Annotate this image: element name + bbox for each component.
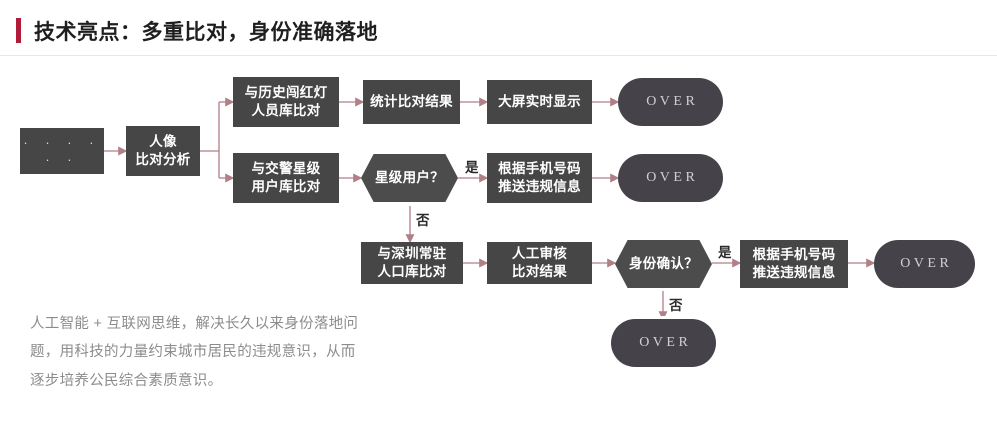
node-push-sms-1-label: 根据手机号码 推送违规信息 <box>498 161 581 194</box>
node-face-compare-label: 人像 比对分析 <box>135 134 191 167</box>
node-over-3-label: OVER <box>900 255 953 271</box>
page-header: 技术亮点：多重比对，身份准确落地 <box>0 0 997 56</box>
node-redlight-db-label: 与历史闯红灯 人员库比对 <box>244 85 328 118</box>
edge-label-identity-no: 否 <box>669 298 683 313</box>
node-identity-question[interactable]: 身份确认？ <box>615 240 712 288</box>
node-over-1-label: OVER <box>646 93 699 109</box>
node-over-3[interactable]: OVER <box>874 240 975 288</box>
node-star-user-question-label: 星级用户？ <box>375 170 444 186</box>
summary-caption: 人工智能 + 互联网思维，解决长久以来身份落地问题，用科技的力量约束城市居民的违… <box>30 316 359 389</box>
node-face-compare[interactable]: 人像 比对分析 <box>126 126 200 176</box>
node-stat-result[interactable]: 统计比对结果 <box>363 80 460 124</box>
node-over-2[interactable]: OVER <box>618 154 723 202</box>
page-title: 技术亮点：多重比对，身份准确落地 <box>34 21 378 44</box>
node-star-db[interactable]: 与交警星级 用户库比对 <box>233 153 339 203</box>
node-input-placeholder-label: · · · · · · <box>23 134 101 167</box>
node-input-placeholder[interactable]: · · · · · · <box>20 128 104 174</box>
node-resident-db[interactable]: 与深圳常驻 人口库比对 <box>361 242 463 284</box>
node-identity-question-label: 身份确认？ <box>629 256 698 272</box>
edge-label-identity-yes: 是 <box>718 245 732 260</box>
node-manual-review-label: 人工审核 比对结果 <box>511 246 568 279</box>
node-star-user-question[interactable]: 星级用户？ <box>361 154 458 202</box>
node-manual-review[interactable]: 人工审核 比对结果 <box>487 242 592 284</box>
title-accent-bar <box>16 18 21 43</box>
node-over-4[interactable]: OVER <box>611 319 716 367</box>
node-over-4-label: OVER <box>639 334 692 350</box>
node-bigscreen-display[interactable]: 大屏实时显示 <box>487 80 592 124</box>
node-star-db-label: 与交警星级 用户库比对 <box>251 161 321 194</box>
node-over-1[interactable]: OVER <box>618 78 723 126</box>
node-over-2-label: OVER <box>646 169 699 185</box>
edge-label-star-no: 否 <box>416 213 430 228</box>
node-bigscreen-display-label: 大屏实时显示 <box>498 94 581 110</box>
node-resident-db-label: 与深圳常驻 人口库比对 <box>377 246 447 279</box>
node-push-sms-2-label: 根据手机号码 推送违规信息 <box>752 247 836 280</box>
edge-label-star-yes: 是 <box>465 160 479 175</box>
flowchart: · · · · · · 人像 比对分析 与历史闯红灯 人员库比对 统计比对结果 … <box>0 56 997 367</box>
node-push-sms-1[interactable]: 根据手机号码 推送违规信息 <box>487 153 592 203</box>
node-stat-result-label: 统计比对结果 <box>370 94 453 110</box>
node-push-sms-2[interactable]: 根据手机号码 推送违规信息 <box>740 240 848 288</box>
header-divider <box>0 55 997 56</box>
node-redlight-db[interactable]: 与历史闯红灯 人员库比对 <box>233 77 339 127</box>
